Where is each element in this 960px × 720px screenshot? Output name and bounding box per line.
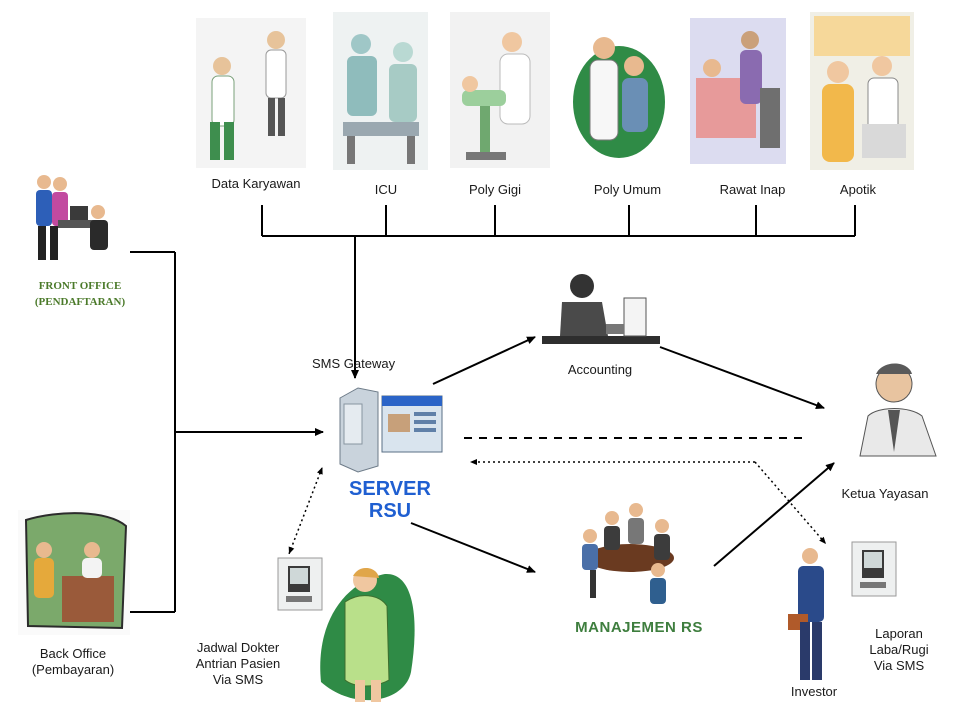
general-clinic-illustration: [573, 37, 665, 158]
accounting-to-ketua-arrow: [659, 346, 825, 409]
investor-illustration: [788, 548, 824, 680]
laporan-line-1: Laporan: [875, 626, 923, 641]
back-office-label: Back Office (Pembayaran): [8, 646, 138, 678]
patient-illustration: [320, 567, 415, 702]
ketua-illustration: [859, 363, 937, 457]
front-office-subtitle: (PENDAFTARAN): [34, 296, 126, 308]
dept-label-poly-gigi: Poly Gigi: [468, 182, 522, 197]
jadwal-label: Jadwal Dokter Antrian Pasien Via SMS: [168, 640, 308, 688]
accounting-illustration: [542, 274, 660, 344]
server-sms-dotted-link: [288, 467, 323, 555]
sms-phone-icon: [277, 557, 323, 611]
back-office-subtitle: (Pembayaran): [31, 662, 115, 677]
jadwal-line-2: Antrian Pasien: [195, 656, 281, 671]
front-office-illustration: [36, 175, 108, 260]
dept-label-poly-umum: Poly Umum: [593, 182, 662, 197]
server-investor-dotted-link: [754, 461, 827, 545]
dept-label-rawat-inap: Rawat Inap: [719, 182, 786, 197]
sms-gateway-label: SMS Gateway: [312, 356, 396, 371]
pharmacy-illustration: [810, 12, 914, 170]
sms-phone-icon-2: [851, 541, 897, 597]
dept-label-icu: ICU: [374, 182, 398, 197]
server-label: SERVER RSU: [330, 478, 450, 522]
ketua-label: Ketua Yayasan: [841, 486, 929, 501]
server-to-accounting-arrow: [432, 336, 536, 385]
manajemen-illustration: [582, 503, 674, 604]
jadwal-line-3: Via SMS: [212, 672, 264, 687]
accounting-label: Accounting: [567, 362, 633, 377]
laporan-line-3: Via SMS: [873, 658, 925, 673]
back-office-title: Back Office: [39, 646, 107, 661]
jadwal-line-1: Jadwal Dokter: [196, 640, 280, 655]
server-title: SERVER: [349, 478, 431, 500]
server-icon: [339, 387, 443, 473]
manajemen-to-ketua-arrow: [713, 462, 835, 567]
department-bus: [261, 205, 856, 237]
front-office-label: FRONT OFFICE (PENDAFTARAN): [20, 278, 140, 310]
dept-label-data-karyawan: Data Karyawan: [211, 176, 301, 191]
dept-label-apotik: Apotik: [839, 182, 877, 197]
staff-illustration: [196, 18, 306, 168]
investor-label: Investor: [790, 684, 838, 699]
server-to-manajemen-arrow: [410, 522, 536, 573]
front-office-title: FRONT OFFICE: [38, 280, 122, 292]
dental-illustration: [450, 12, 550, 168]
laporan-line-2: Laba/Rugi: [869, 642, 929, 657]
back-office-illustration: [18, 510, 130, 635]
manajemen-label: MANAJEMEN RS: [575, 619, 703, 636]
inpatient-illustration: [690, 18, 786, 164]
server-subtitle: RSU: [368, 500, 412, 522]
laporan-label: Laporan Laba/Rugi Via SMS: [854, 626, 944, 674]
icu-illustration: [333, 12, 428, 170]
